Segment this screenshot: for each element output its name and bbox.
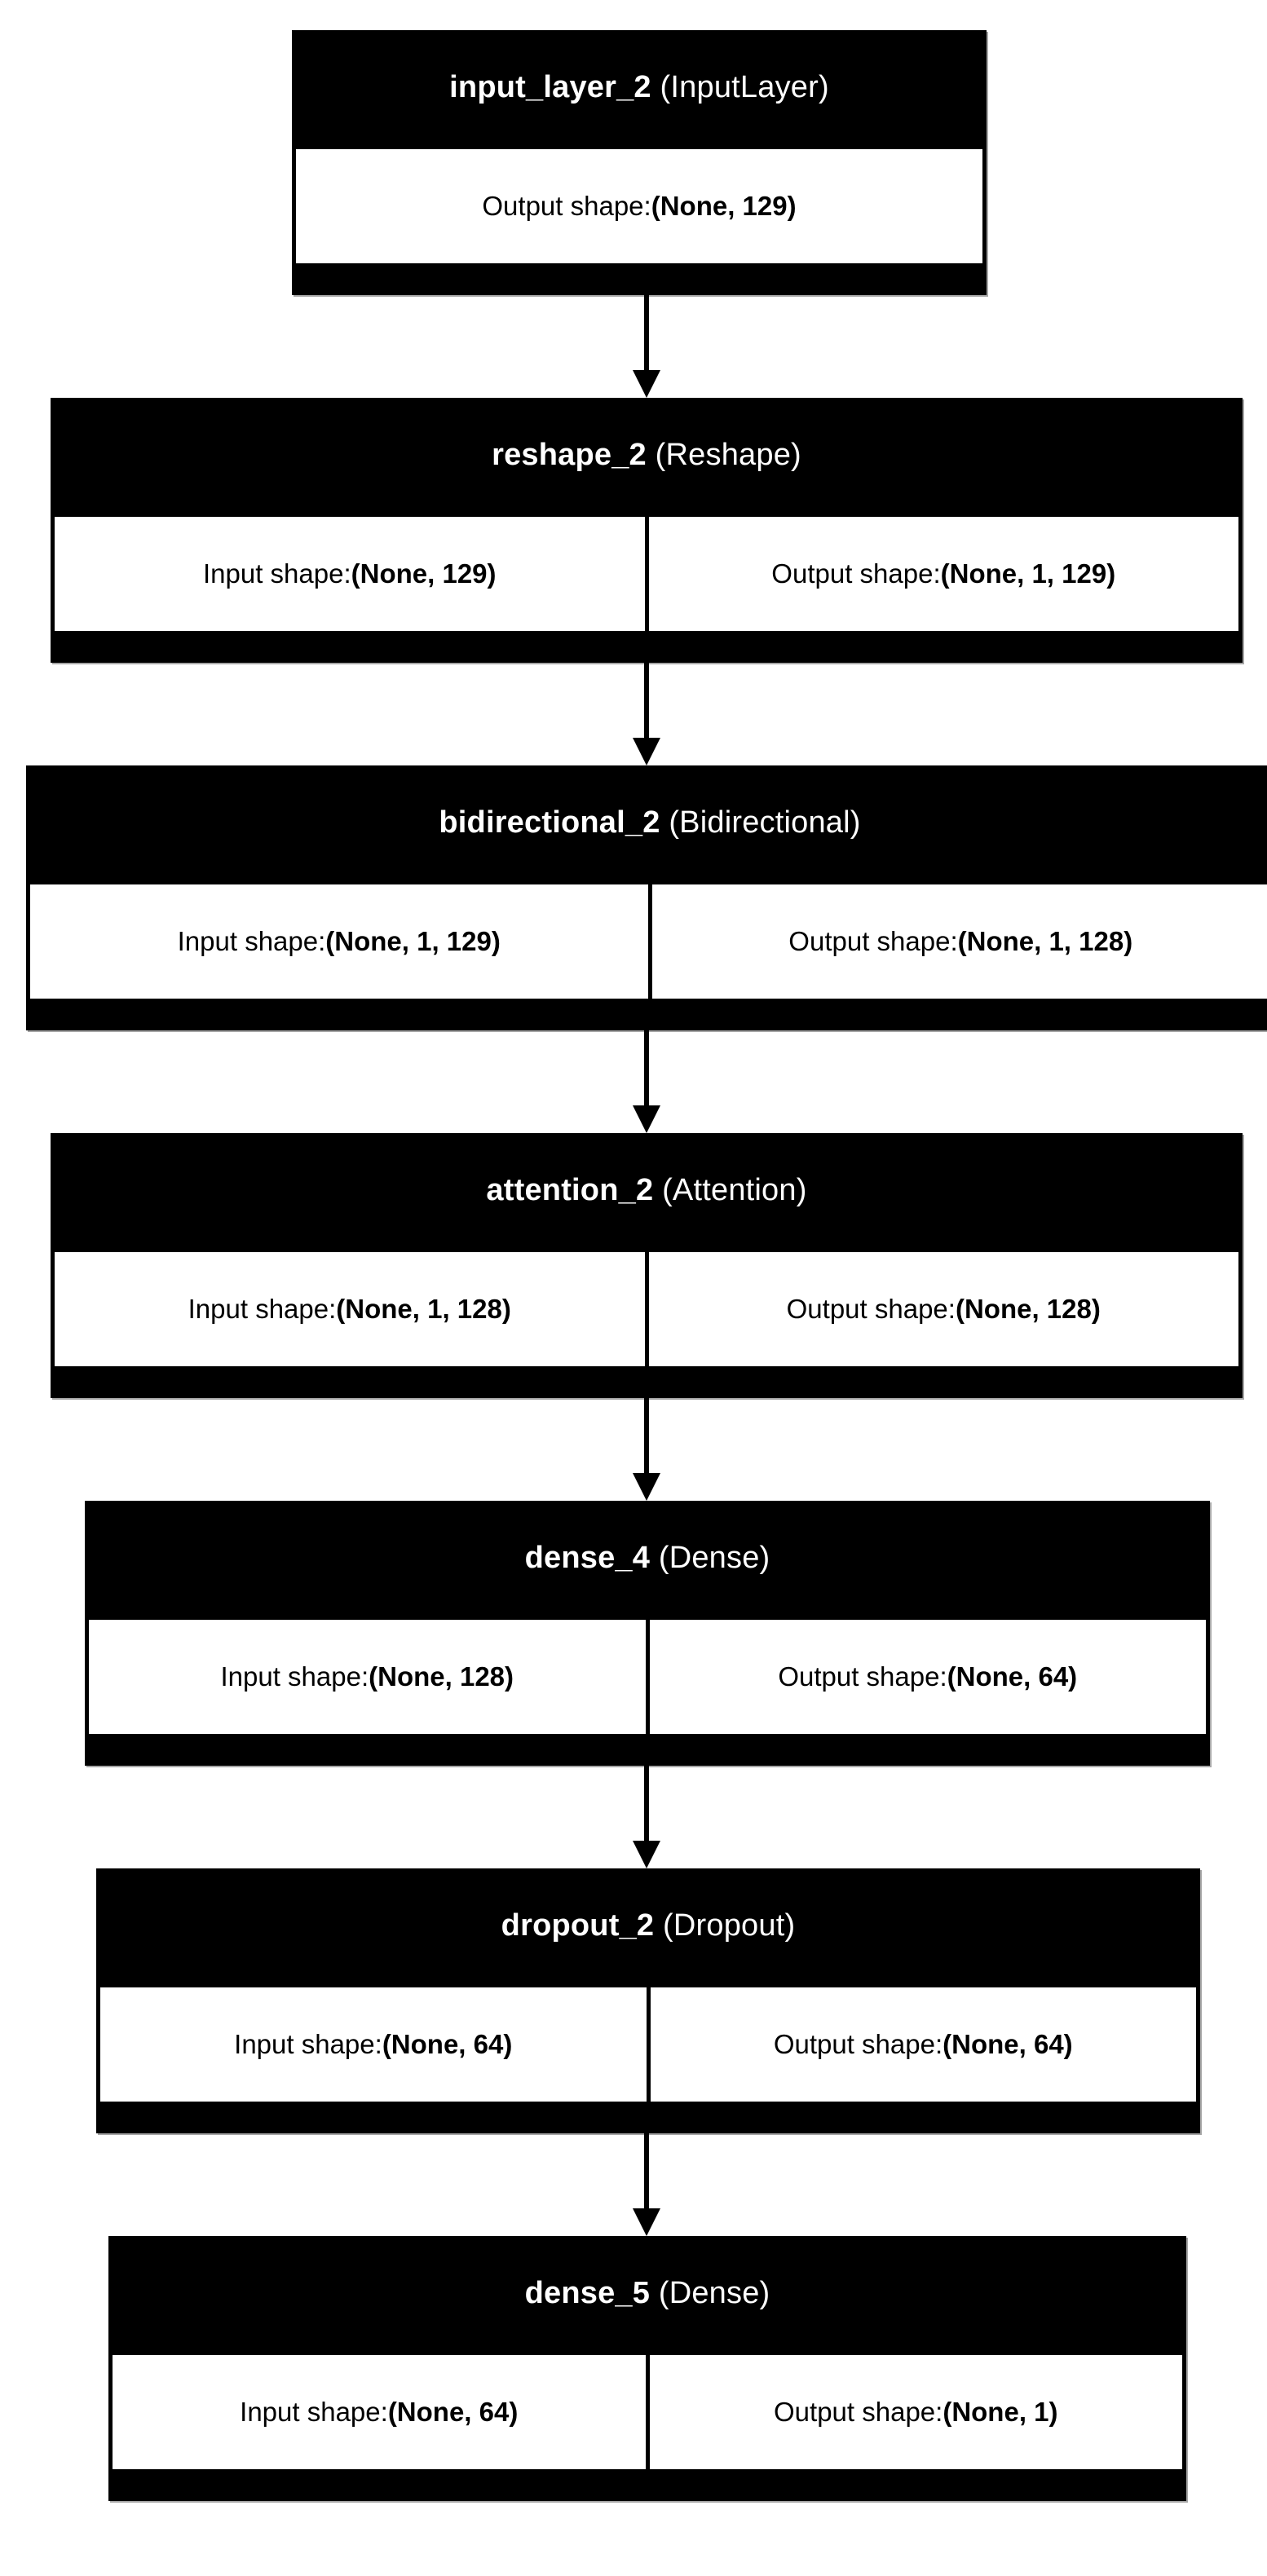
edge-line <box>644 663 649 741</box>
input-shape-value: (None, 64) <box>387 2396 519 2427</box>
input-shape-label: Input shape: <box>177 925 326 956</box>
layer-node-reshape_2[interactable]: reshape_2 (Reshape)Input shape: (None, 1… <box>51 398 1243 663</box>
output-shape-cell: Output shape: (None, 1) <box>647 2353 1184 2471</box>
layer-node-input_layer_2[interactable]: input_layer_2 (InputLayer)Output shape: … <box>292 30 987 295</box>
output-shape-cell: Output shape: (None, 1, 129) <box>646 514 1240 633</box>
input-shape-label: Input shape: <box>240 2396 388 2427</box>
output-shape-label: Output shape: <box>778 1661 947 1692</box>
output-shape-label: Output shape: <box>771 558 941 589</box>
input-shape-value: (None, 1, 129) <box>325 925 501 956</box>
arrow-head-icon <box>633 1841 660 1868</box>
input-shape-value: (None, 64) <box>382 2028 513 2059</box>
output-shape-value: (None, 64) <box>943 2028 1073 2059</box>
output-shape-label: Output shape: <box>786 1293 956 1324</box>
layer-class: (Dropout) <box>663 1908 796 1943</box>
layer-node-dropout_2[interactable]: dropout_2 (Dropout)Input shape: (None, 6… <box>96 1868 1200 2133</box>
layer-shapes-dense_4: Input shape: (None, 128)Output shape: (N… <box>87 1615 1207 1736</box>
input-shape-cell: Input shape: (None, 64) <box>111 2353 647 2471</box>
arrow-head-icon <box>633 1473 660 1501</box>
input-shape-cell: Input shape: (None, 1, 128) <box>53 1250 647 1368</box>
input-shape-label: Input shape: <box>202 558 351 589</box>
input-shape-value: (None, 128) <box>369 1661 514 1692</box>
layer-shapes-input_layer_2: Output shape: (None, 129) <box>294 144 984 265</box>
output-shape-label: Output shape: <box>482 190 651 221</box>
input-shape-value: (None, 129) <box>351 558 497 589</box>
layer-title-dense_5: dense_5 (Dense) <box>111 2239 1184 2351</box>
layer-class: (Attention) <box>662 1173 807 1207</box>
edge-line <box>644 2133 649 2212</box>
edge-line <box>644 1030 649 1109</box>
layer-node-dense_5[interactable]: dense_5 (Dense)Input shape: (None, 64)Ou… <box>108 2236 1186 2501</box>
layer-title-input_layer_2: input_layer_2 (InputLayer) <box>294 33 984 145</box>
arrow-head-icon <box>633 1105 660 1133</box>
layer-title-attention_2: attention_2 (Attention) <box>53 1136 1240 1248</box>
edge-line <box>644 1398 649 1476</box>
input-shape-cell: Input shape: (None, 64) <box>99 1985 648 2103</box>
edge-line <box>644 1766 649 1844</box>
arrow-head-icon <box>633 2208 660 2236</box>
layer-name: reshape_2 <box>492 438 647 472</box>
output-shape-value: (None, 1, 129) <box>940 558 1116 589</box>
output-shape-cell: Output shape: (None, 129) <box>294 147 984 265</box>
layer-name: input_layer_2 <box>449 70 651 104</box>
layer-name: dense_5 <box>524 2276 651 2310</box>
layer-name: bidirectional_2 <box>439 805 660 840</box>
layer-class: (Reshape) <box>655 438 801 472</box>
output-shape-value: (None, 64) <box>947 1661 1078 1692</box>
layer-title-reshape_2: reshape_2 (Reshape) <box>53 400 1240 513</box>
input-shape-label: Input shape: <box>188 1293 337 1324</box>
input-shape-cell: Input shape: (None, 128) <box>87 1617 647 1736</box>
output-shape-label: Output shape: <box>773 2028 943 2059</box>
input-shape-label: Input shape: <box>220 1661 369 1692</box>
output-shape-value: (None, 128) <box>955 1293 1101 1324</box>
output-shape-value: (None, 129) <box>651 190 797 221</box>
layer-class: (Bidirectional) <box>669 805 861 840</box>
layer-title-dense_4: dense_4 (Dense) <box>87 1503 1207 1616</box>
layer-shapes-reshape_2: Input shape: (None, 129)Output shape: (N… <box>53 512 1240 633</box>
layer-shapes-bidirectional_2: Input shape: (None, 1, 129)Output shape:… <box>29 880 1267 1000</box>
input-shape-cell: Input shape: (None, 129) <box>53 514 647 633</box>
output-shape-label: Output shape: <box>788 925 958 956</box>
output-shape-cell: Output shape: (None, 64) <box>647 1985 1198 2103</box>
input-shape-cell: Input shape: (None, 1, 129) <box>29 882 650 1000</box>
layer-name: attention_2 <box>486 1173 654 1207</box>
output-shape-value: (None, 1) <box>943 2396 1058 2427</box>
layer-shapes-attention_2: Input shape: (None, 1, 128)Output shape:… <box>53 1247 1240 1368</box>
layer-title-bidirectional_2: bidirectional_2 (Bidirectional) <box>29 768 1267 880</box>
output-shape-cell: Output shape: (None, 128) <box>646 1250 1240 1368</box>
output-shape-cell: Output shape: (None, 64) <box>647 1617 1207 1736</box>
layer-node-bidirectional_2[interactable]: bidirectional_2 (Bidirectional)Input sha… <box>26 765 1267 1030</box>
layer-node-attention_2[interactable]: attention_2 (Attention)Input shape: (Non… <box>51 1133 1243 1398</box>
layer-node-dense_4[interactable]: dense_4 (Dense)Input shape: (None, 128)O… <box>85 1501 1210 1766</box>
output-shape-value: (None, 1, 128) <box>957 925 1133 956</box>
arrow-head-icon <box>633 738 660 765</box>
layer-name: dense_4 <box>524 1541 651 1575</box>
layer-shapes-dense_5: Input shape: (None, 64)Output shape: (No… <box>111 2350 1184 2471</box>
edge-line <box>644 295 649 373</box>
input-shape-label: Input shape: <box>234 2028 382 2059</box>
layer-title-dropout_2: dropout_2 (Dropout) <box>99 1871 1198 1983</box>
layer-class: (Dense) <box>658 1541 770 1575</box>
arrow-head-icon <box>633 370 660 398</box>
layer-shapes-dropout_2: Input shape: (None, 64)Output shape: (No… <box>99 1983 1198 2103</box>
layer-class: (InputLayer) <box>660 70 829 104</box>
input-shape-value: (None, 1, 128) <box>336 1293 511 1324</box>
layer-name: dropout_2 <box>501 1908 655 1943</box>
output-shape-label: Output shape: <box>774 2396 943 2427</box>
output-shape-cell: Output shape: (None, 1, 128) <box>649 882 1267 1000</box>
layer-class: (Dense) <box>658 2276 770 2310</box>
